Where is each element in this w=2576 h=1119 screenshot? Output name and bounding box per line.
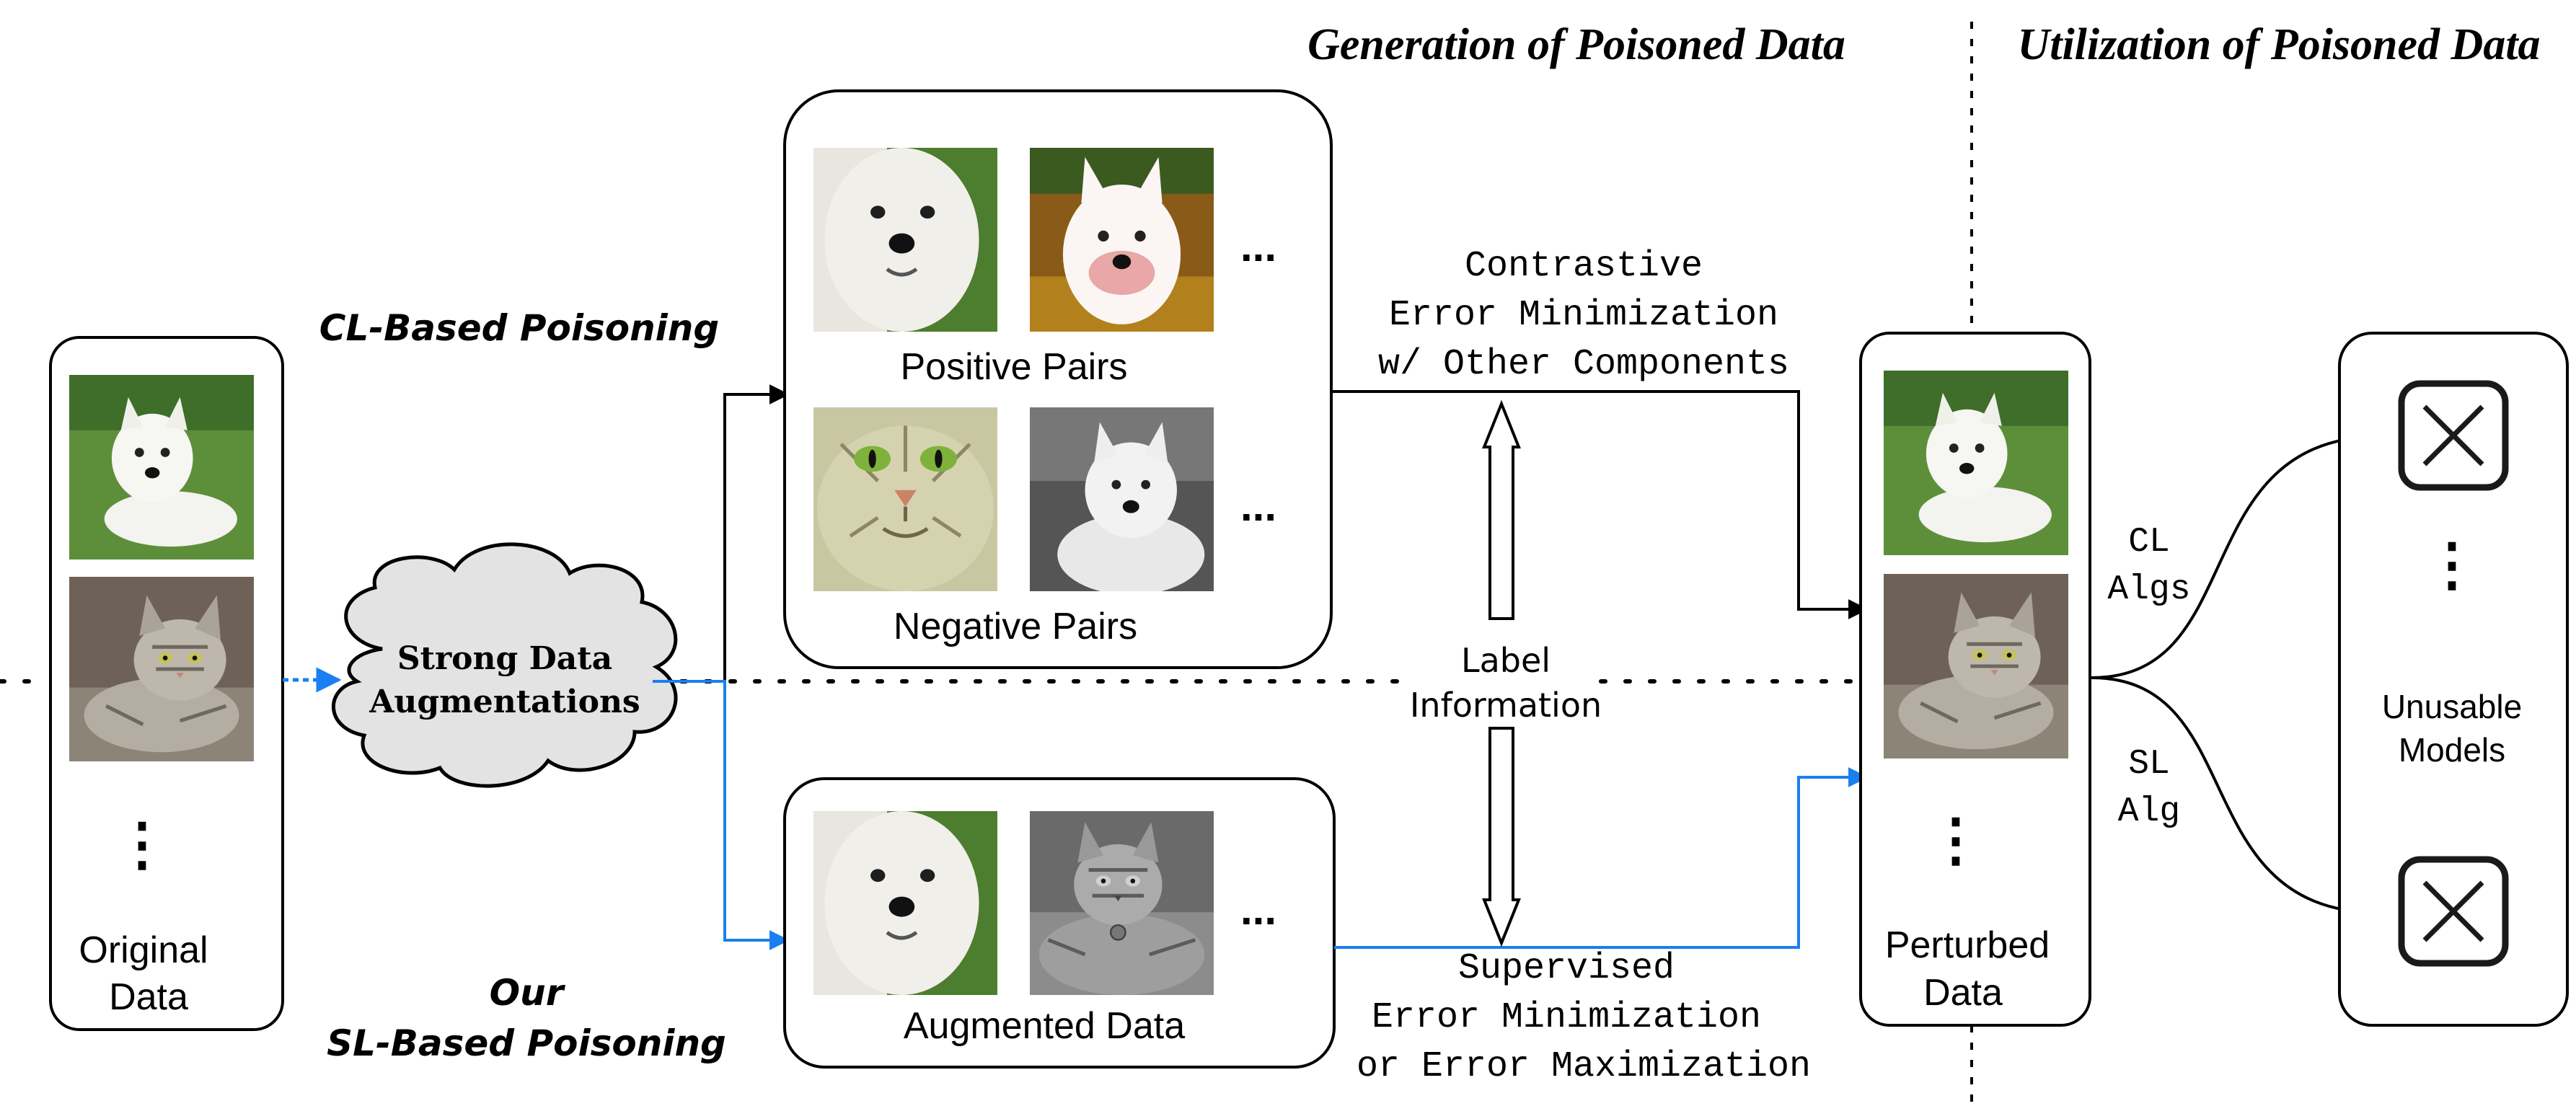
label-info-arrow-up [1482, 399, 1521, 620]
augmentation-cloud: Strong Data Augmentations [331, 542, 678, 788]
original-label-line2: Data [109, 976, 188, 1018]
perturbed-ellipsis: ⋮ [1927, 808, 1985, 872]
sl-augmented-box: ... Augmented Data [783, 777, 1336, 1069]
perturbed-label-line1: Perturbed [1885, 924, 2050, 966]
original-data-box: ⋮ Original Data [49, 336, 284, 1031]
perturbed-label-line2: Data [1923, 972, 2003, 1014]
positive-image-2 [1030, 148, 1214, 332]
augmented-image-1 [813, 811, 997, 995]
models-label-line2: Models [2399, 731, 2505, 769]
arrow-to-cl-model [2091, 426, 2381, 679]
utilization-header: Utilization of Poisoned Data [2017, 20, 2540, 69]
positive-pairs-label: Positive Pairs [901, 346, 1128, 388]
sl-alg-line2: Alg [2118, 792, 2180, 831]
sl-objective-line1: Supervised [1458, 948, 1675, 989]
augmented-data-label: Augmented Data [904, 1005, 1185, 1047]
arrow-cl-to-perturbed [1331, 390, 1869, 619]
cl-pairs-box: ... Positive Pairs ... Negative Pairs [783, 89, 1333, 669]
label-info-arrow-down [1482, 727, 1521, 947]
cl-objective-line2: Error Minimization [1389, 295, 1778, 336]
negative-pairs-label: Negative Pairs [894, 606, 1137, 647]
positive-image-1 [813, 148, 997, 332]
negative-ellipsis: ... [1240, 482, 1276, 530]
negative-image-2 [1030, 407, 1214, 595]
sl-branch-label-line1: Our [490, 972, 566, 1014]
unusable-models-box: ⋮ Unusable Models [2338, 332, 2569, 1027]
generation-header: Generation of Poisoned Data [1307, 20, 1845, 69]
models-ellipsis: ⋮ [2423, 532, 2481, 596]
model-x-icon-bottom [2398, 856, 2509, 967]
cl-objective-line3: w/ Other Components [1378, 344, 1789, 385]
original-ellipsis: ⋮ [113, 812, 171, 876]
model-x-icon-top [2398, 380, 2509, 491]
cl-objective-line1: Contrastive [1465, 246, 1703, 287]
cl-algs-line2: Algs [2107, 570, 2190, 609]
augmented-image-2 [1030, 811, 1214, 995]
positive-ellipsis: ... [1240, 222, 1276, 270]
models-label-line1: Unusable [2382, 688, 2522, 725]
sl-alg-line1: SL [2128, 745, 2170, 784]
perturbed-image-dog [1884, 371, 2068, 555]
original-image-dog [69, 375, 254, 560]
cl-algs-line1: CL [2128, 523, 2170, 562]
original-image-cat [69, 577, 254, 761]
cloud-label-line1: Strong Data [397, 640, 612, 677]
sl-branch-label-line2: SL-Based Poisoning [327, 1022, 726, 1064]
cloud-label-line2: Augmentations [369, 684, 640, 720]
negative-image-1 [813, 407, 997, 591]
arrow-sl-to-perturbed [1334, 767, 1869, 949]
arrow-to-sl-model [2091, 676, 2381, 923]
sl-objective-line2: Error Minimization [1372, 997, 1761, 1038]
cl-branch-label: CL-Based Poisoning [319, 307, 719, 349]
perturbed-image-cat [1884, 574, 2068, 758]
sl-objective-line3: or Error Maximization [1357, 1046, 1811, 1087]
label-info-line1: Label [1461, 641, 1551, 680]
perturbed-data-box: ⋮ Perturbed Data [1859, 332, 2091, 1027]
label-info-line2: Information [1410, 686, 1602, 725]
arrow-cloud-to-sl [653, 680, 790, 950]
original-label-line1: Original [79, 929, 208, 971]
augmented-ellipsis: ... [1240, 885, 1276, 934]
